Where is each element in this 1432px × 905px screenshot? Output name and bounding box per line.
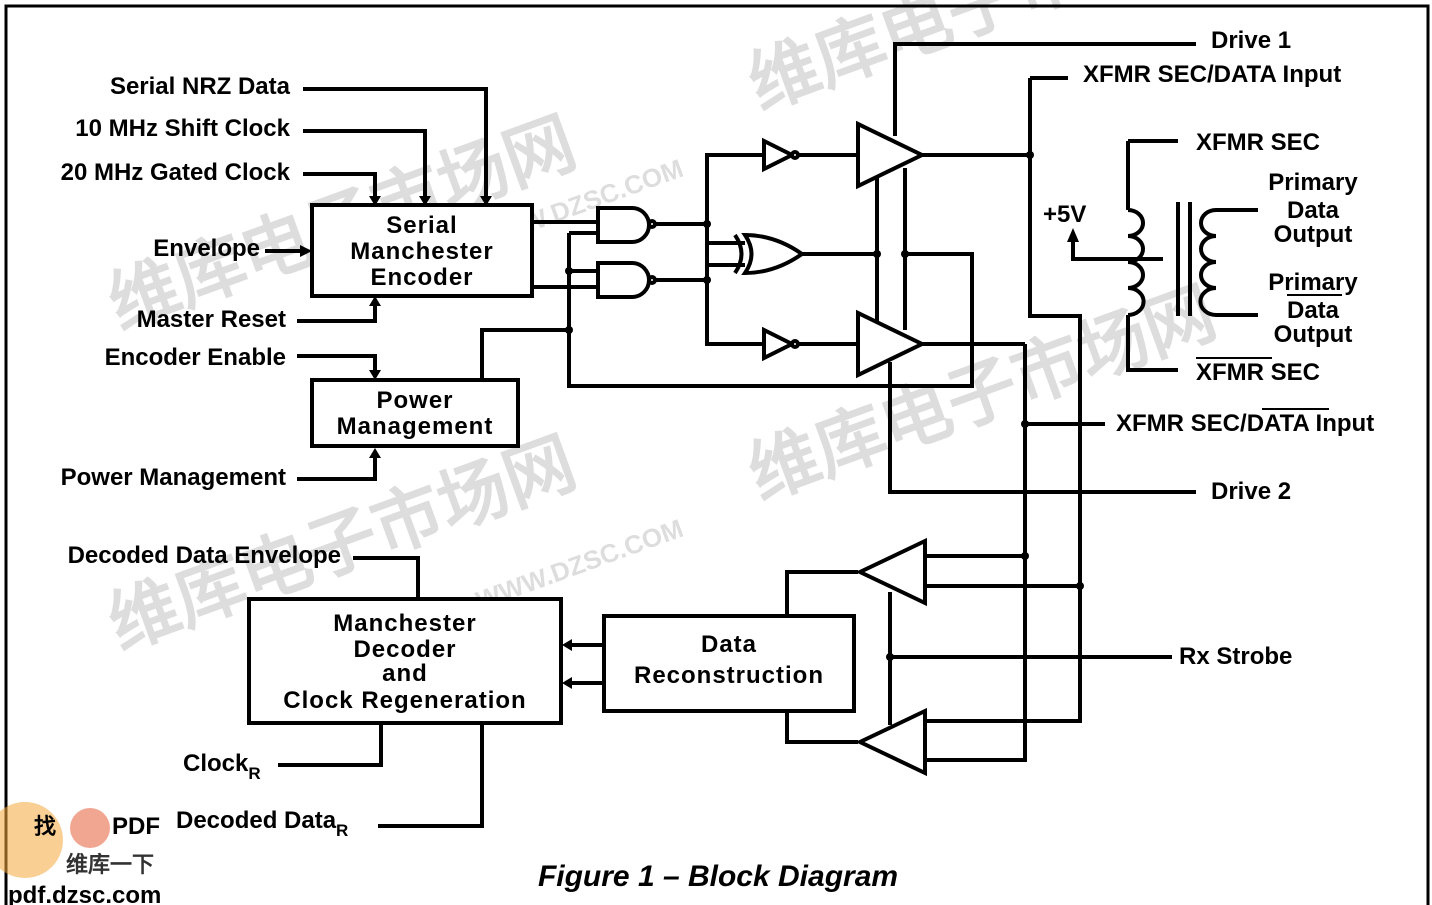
corner-logo: 找 PDF 维库一下 pdf.dzsc.com: [0, 802, 161, 905]
driver-top: [856, 120, 927, 190]
encoder-label-2: Manchester: [350, 238, 493, 265]
label-shift-clock: 10 MHz Shift Clock: [75, 115, 290, 142]
reconstruction-label-1: Data: [701, 631, 757, 658]
label-drive2: Drive 2: [1211, 478, 1291, 505]
power-block: [310, 378, 520, 448]
decoder-label-3: and: [382, 660, 428, 687]
label-xfmr-sec-databar: XFMR SEC/DATA Input: [1116, 410, 1374, 437]
decoder-block: [247, 597, 563, 725]
encoder-label-1: Serial: [386, 212, 457, 239]
driver-bottom: [856, 309, 927, 379]
reconstruction-label-2: Reconstruction: [634, 662, 824, 689]
label-master-reset: Master Reset: [137, 306, 286, 333]
label-xfmr-sec-bar: XFMR SEC: [1196, 359, 1320, 386]
wiring: [265, 42, 1258, 828]
label-primary2-3: Output: [1274, 321, 1353, 348]
label-primary1-2: Data: [1287, 197, 1340, 224]
corner-logo-c: 维库一下: [66, 852, 154, 877]
label-clock-r: ClockR: [183, 750, 261, 783]
label-xfmr-sec-data: XFMR SEC/DATA Input: [1083, 61, 1341, 88]
label-envelope: Envelope: [153, 235, 260, 262]
reconstruction-block: [602, 614, 856, 713]
decoder-label-2: Decoder: [353, 636, 456, 663]
junction-dots: [565, 151, 1084, 661]
label-xfmr-sec: XFMR SEC: [1196, 129, 1320, 156]
label-decoded-data: Decoded DataR: [176, 807, 348, 840]
label-power-management: Power Management: [61, 464, 286, 491]
arrowheads: [300, 196, 1079, 689]
encoder-block: [310, 203, 534, 298]
encoder-label-3: Encoder: [370, 264, 473, 291]
xor-gate: [741, 232, 806, 276]
label-primary1-3: Output: [1274, 221, 1353, 248]
label-rx-strobe: Rx Strobe: [1179, 643, 1292, 670]
decoder-label-1: Manchester: [333, 610, 476, 637]
label-decoded-envelope: Decoded Data Envelope: [68, 542, 341, 569]
label-plus5v: +5V: [1043, 201, 1086, 228]
figure-caption: Figure 1 – Block Diagram: [538, 860, 898, 893]
inverter-bottom: [762, 326, 797, 362]
diagram-frame: [4, 4, 1430, 905]
inverter-top: [762, 137, 797, 173]
corner-logo-url: pdf.dzsc.com: [8, 882, 161, 905]
receiver-bottom: [855, 707, 927, 777]
corner-logo-b: PDF: [112, 813, 160, 840]
label-gated-clock: 20 MHz Gated Clock: [61, 159, 291, 186]
label-primary1-1: Primary: [1268, 169, 1358, 196]
power-label-1: Power: [376, 387, 453, 414]
label-drive1: Drive 1: [1211, 27, 1291, 54]
and-gate-top: [596, 206, 651, 244]
watermark-cn-3: 维库电子市场网: [738, 273, 1225, 514]
decoder-label-4: Clock Regeneration: [283, 687, 526, 714]
label-serial-nrz: Serial NRZ Data: [110, 73, 291, 100]
label-primary2-1: Primary: [1268, 269, 1358, 296]
corner-logo-a: 找: [34, 814, 56, 839]
label-primary2-2: Data: [1287, 297, 1340, 324]
power-label-2: Management: [337, 413, 494, 440]
and-gate-bottom: [596, 261, 651, 299]
receiver-top: [855, 537, 927, 607]
label-encoder-enable: Encoder Enable: [105, 344, 286, 371]
